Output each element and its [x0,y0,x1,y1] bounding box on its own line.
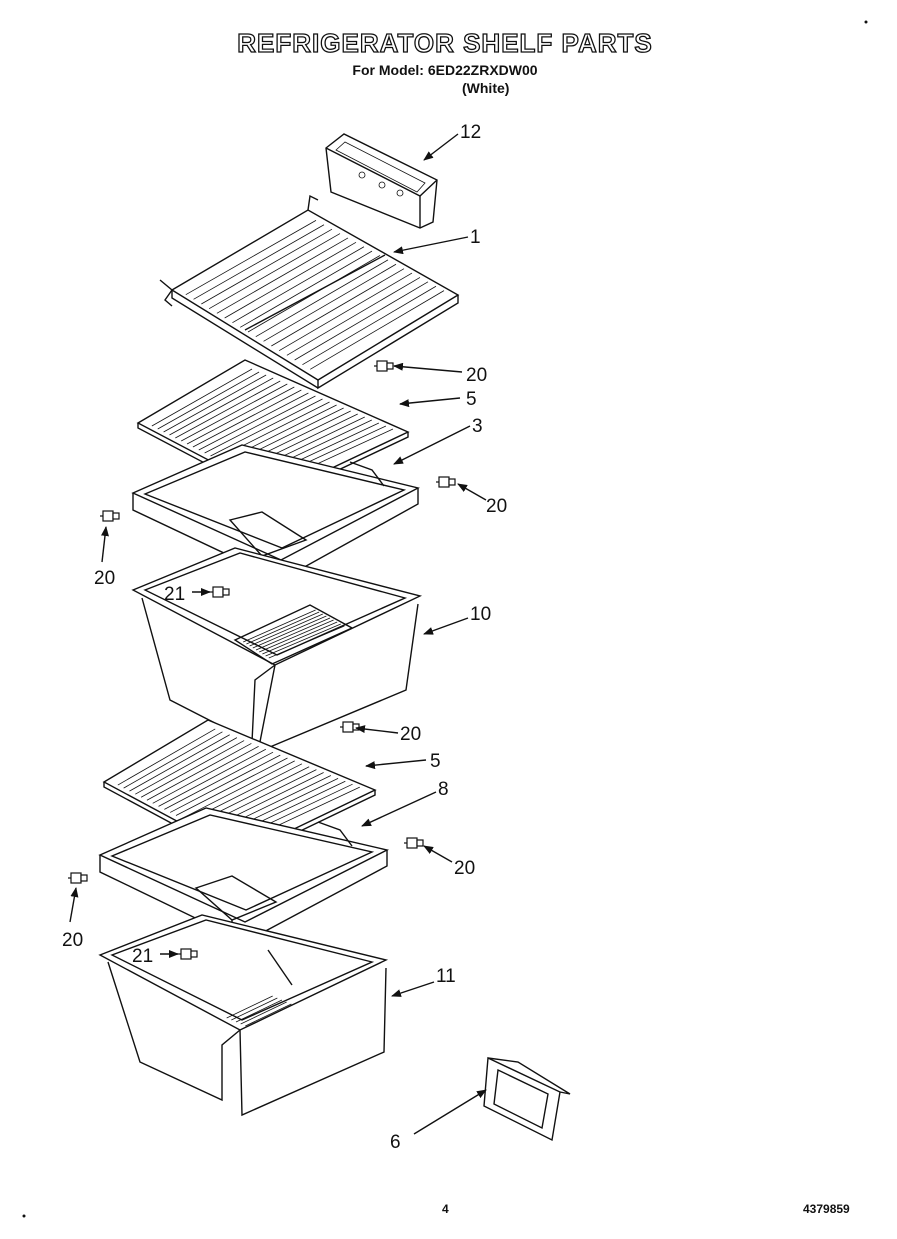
part-20-support-icon [436,476,456,488]
hatch-line [286,277,421,356]
part-10-crisper-drawer-upper [131,547,423,754]
hatch-line [117,728,216,786]
callout-5: 5 [466,389,477,410]
callout-6: 6 [390,1132,401,1153]
hatch-line [169,754,281,813]
document-number: 4379859 [803,1202,850,1216]
hatch-line [169,377,274,436]
hatch-line [224,241,357,319]
callout-1: 1 [470,227,481,248]
hatch-line [231,997,278,1021]
hatch-line [240,1001,287,1025]
model-number: For Model: 6ED22ZRXDW00 [352,62,538,78]
part-21-support-icon [210,586,230,598]
part-12-bin [325,133,438,229]
callout-5: 5 [430,751,441,772]
hatch-line [204,395,316,454]
hatch-line [255,259,389,338]
hatch-line [186,386,295,445]
corner-mark [864,20,868,24]
callout-12: 12 [460,122,481,143]
hatch-line [235,999,283,1023]
hatch-line [310,290,445,370]
hatch-line [302,285,437,366]
part-20-support-icon [68,872,88,884]
hatch-line [146,743,252,801]
hatch-line [180,383,288,442]
part-21-support-icon [178,948,198,960]
hatch-line [151,368,253,427]
hatch-line [263,263,397,342]
hatch-line [249,613,323,647]
hatch-line [135,737,238,795]
hatch-line [268,625,345,659]
hatch-line [185,220,317,296]
part-11-crisper-drawer-lower [98,914,389,1117]
hatch-line [157,371,260,430]
hatch-line [175,380,281,439]
part-20-support-icon [404,837,424,849]
callout-3: 3 [472,416,483,437]
part-6-label-holder [483,1056,571,1142]
hatch-line [216,237,349,314]
hatch-line [232,246,365,324]
callout-8: 8 [438,779,449,800]
hatch-line [243,609,316,643]
color-variant: (White) [462,80,510,96]
hatch-line [164,751,274,810]
hatch-line [294,281,429,361]
leader-lines [69,133,487,1135]
hatch-line [278,272,413,352]
hatch-line [252,615,327,649]
page-title: REFRIGERATOR SHELF PARTS [237,27,653,58]
hatch-line [181,760,295,819]
corner-mark [22,1214,26,1218]
part-1-wire-shelf [159,194,460,390]
callout-20: 20 [454,858,475,879]
hatch-line [163,374,267,433]
part-20-support-icon [100,510,120,522]
hatch-line [255,617,331,651]
hatch-line [259,619,334,653]
part-20-support-icon [340,721,360,733]
callout-21: 21 [164,584,185,605]
callout-21: 21 [132,946,153,967]
hatch-line [158,748,267,807]
hatch-line [245,1003,292,1027]
hatch-line [175,757,288,816]
callout-20: 20 [400,724,421,745]
hatch-line [198,392,309,451]
hatch-line [129,734,230,792]
hatch-line [123,731,223,789]
part-8-crisper-cover-lower [98,807,390,943]
callout-20: 20 [94,568,115,589]
hatch-line [192,389,302,448]
hatch-line [210,398,323,457]
callout-11: 11 [436,966,456,987]
hatch-line [246,611,320,645]
callout-10: 10 [470,604,491,625]
hatch-line [226,995,273,1019]
callout-20: 20 [466,365,487,386]
hatch-line [265,623,341,657]
callout-20: 20 [62,930,83,951]
hatch-line [208,233,341,310]
hatch-line [140,740,245,798]
hatch-line [271,268,405,347]
hatch-line [240,250,373,328]
hatch-line [262,621,338,655]
page-number: 4 [442,1202,449,1216]
callout-20: 20 [486,496,507,517]
hatch-line [193,224,325,300]
part-20-support-icon [374,360,394,372]
hatch-line [201,228,333,305]
hatch-line [152,746,259,804]
